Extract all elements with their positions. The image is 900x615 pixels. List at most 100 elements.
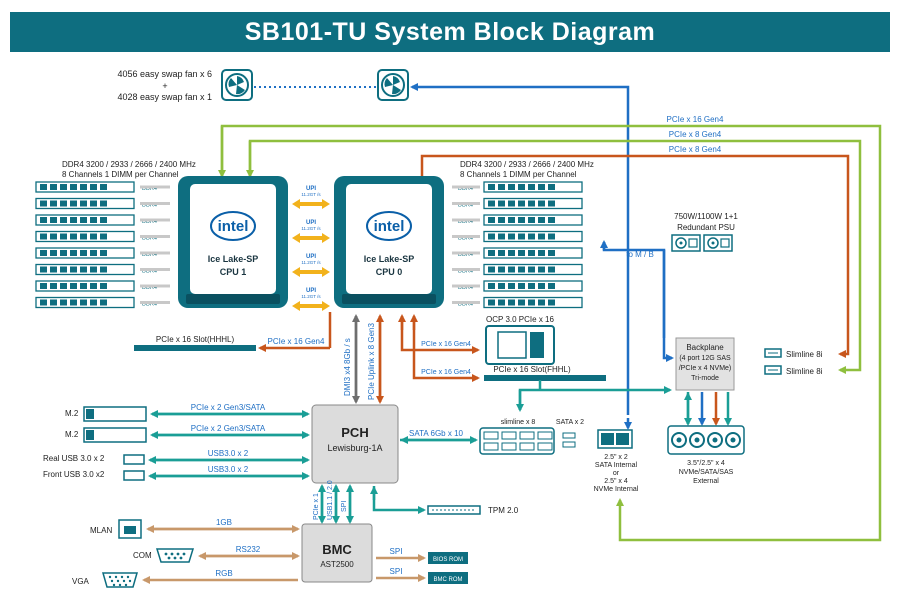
right-dimm-label-6: DDR4 (458, 269, 473, 275)
cpu1-model: Ice Lake-SP (208, 254, 259, 264)
right-dimm-label-3: DDR4 (458, 219, 473, 225)
left-dimm-label-5: DDR4 (142, 252, 157, 258)
backplane-nvme: /PCIe x 4 NVMe) (679, 365, 732, 372)
cpu1-chip: intel Ice Lake-SP CPU 1 (178, 176, 288, 308)
left-dimm-label-8: DDR4 (142, 302, 157, 308)
left-dimm-7: DDR4 (35, 280, 170, 292)
dmi-label: DMI3 x4 8Gb / s (343, 338, 352, 396)
ext-drive-cage (667, 425, 745, 455)
right-dimm-7: DDR4 (452, 280, 583, 292)
bmc-rom-label: BMC ROM (434, 577, 463, 583)
ocp-label: OCP 3.0 PCIe x 16 (486, 315, 554, 324)
ext-drives-mount: External (693, 478, 719, 485)
bmc-rom-chip: BMC ROM (428, 572, 468, 584)
slimline-x8-label: slimline x 8 (501, 419, 536, 426)
mlan-link-label: 1GB (216, 518, 232, 527)
left-dimm-label-3: DDR4 (142, 219, 157, 225)
slimline-x8-connectors (479, 427, 555, 455)
left-dimm-3: DDR4 (35, 214, 170, 226)
cpu1-brand: intel (218, 218, 249, 235)
pch-model: Lewisburg-1A (327, 443, 382, 453)
spi-link-bios-label: SPI (390, 547, 403, 556)
cpu0-model: Ice Lake-SP (364, 254, 415, 264)
upi-arrow-4 (292, 301, 330, 311)
memory-right-speed: DDR4 3200 / 2933 / 2666 / 2400 MHz (460, 160, 594, 169)
usb-rear: Real USB 3.0 x 2 (43, 454, 145, 465)
m2-slot-2: M.2 (65, 427, 147, 443)
ext-drives-type: NVMe/SATA/SAS (679, 469, 734, 476)
fan-label-1: 4056 easy swap fan x 6 (117, 69, 212, 79)
fan-control-line (410, 83, 630, 415)
right-dimm-label-2: DDR4 (458, 203, 473, 209)
ext-drive-bay-4 (725, 432, 741, 448)
sata-x2-label: SATA x 2 (556, 419, 584, 426)
psu-label: Redundant PSU (677, 223, 735, 232)
m2-link-1-label: PCIe x 2 Gen3/SATA (191, 403, 266, 412)
internal-drives-line4: 2.5" x 4 (604, 478, 628, 485)
tpm-label: TPM 2.0 (488, 506, 519, 515)
backplane-box: Backplane (4 port 12G SAS /PCIe x 4 NVMe… (675, 337, 735, 391)
ocp-link-label: PCIe x 16 Gen4 (421, 341, 471, 348)
upi-label-2: UPI (306, 220, 316, 226)
upi-speed-4: 11.2GT /s (301, 294, 321, 299)
com-port: COM (133, 548, 195, 563)
internal-drives-line1: 2.5" x 2 (604, 454, 628, 461)
right-dimm-1: DDR4 (452, 181, 583, 193)
slot-hhhl-link-label: PCIe x 16 Gen4 (268, 337, 325, 346)
slimline-1: Slimline 8i (764, 348, 823, 359)
upi-label-3: UPI (306, 254, 316, 260)
pcie-x16-gen4-label: PCIe x 16 Gen4 (667, 115, 724, 124)
m2-link-2-label: PCIe x 2 Gen3/SATA (191, 424, 266, 433)
right-dimm-label-8: DDR4 (458, 302, 473, 308)
upi-speed-3: 11.2GT /s (301, 260, 321, 265)
left-dimm-label-6: DDR4 (142, 269, 157, 275)
right-dimm-5: DDR4 (452, 247, 583, 259)
bmc-pcie-label: PCIe x 1 (313, 493, 320, 520)
fhhl-label: PCIe x 16 Slot(FHHL) (493, 365, 571, 374)
backplane-mode: Tri-mode (691, 375, 719, 382)
bmc-spi-label: SPI (341, 501, 348, 512)
left-dimm-2: DDR4 (35, 197, 170, 210)
slimline-2-label: Slimline 8i (786, 367, 823, 376)
psu-rating: 750W/1100W 1+1 (674, 212, 738, 221)
right-dimm-3: DDR4 (452, 214, 583, 226)
title-banner: SB101-TU System Block Diagram (10, 12, 890, 52)
pch-chip: PCH Lewisburg-1A (311, 404, 399, 484)
left-dimm-label-1: DDR4 (142, 186, 157, 192)
com-label: COM (133, 551, 152, 560)
pch-title: PCH (341, 425, 368, 440)
tpm-chip (427, 505, 481, 515)
external-drives (667, 425, 745, 455)
slot-hhhl (134, 345, 256, 351)
upi-label-4: UPI (306, 288, 316, 294)
page-title: SB101-TU System Block Diagram (244, 18, 656, 46)
vga-link-label: RGB (215, 569, 232, 578)
right-dimm-label-7: DDR4 (458, 285, 473, 291)
left-dimm-6: DDR4 (35, 263, 170, 276)
right-dimm-label-5: DDR4 (458, 252, 473, 258)
slot-hhhl-label: PCIe x 16 Slot(HHHL) (156, 335, 235, 344)
spi-link-bmc-label: SPI (390, 567, 403, 576)
cpu0-label: CPU 0 (376, 267, 403, 277)
ocp-card (485, 325, 555, 365)
memory-left-channels: 8 Channels 1 DIMM per Channel (62, 170, 179, 179)
upi-arrow-3 (292, 267, 330, 277)
m2-label-2: M.2 (65, 430, 79, 439)
right-dimm-label-4: DDR4 (458, 236, 473, 242)
fan-label-2: 4028 easy swap fan x 1 (117, 92, 212, 102)
left-dimm-8: DDR4 (35, 296, 170, 309)
left-dimm-label-7: DDR4 (142, 285, 157, 291)
backplane-ports: (4 port 12G SAS (679, 355, 731, 362)
vga-port: VGA (72, 572, 138, 588)
pcie-x8-gen4-label-2: PCIe x 8 Gen4 (669, 145, 722, 154)
right-dimm-6: DDR4 (452, 263, 583, 276)
right-dimm-label-1: DDR4 (458, 186, 473, 192)
internal-drives-line5: NVMe Internal (594, 486, 639, 493)
sata-link-label: SATA 6Gb x 10 (409, 429, 464, 438)
fan-label-plus: + (162, 81, 167, 91)
usb-front: Front USB 3.0 x2 (43, 470, 145, 481)
